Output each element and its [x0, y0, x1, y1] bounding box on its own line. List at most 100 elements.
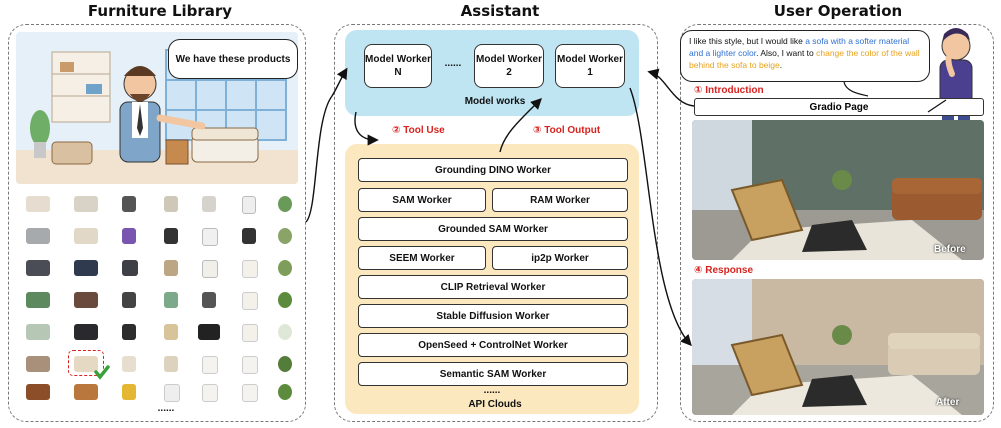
user-request-wall-highlight: change the color of the wall behind the … — [689, 48, 920, 70]
after-room-icon — [692, 279, 984, 415]
chair-product-icon — [122, 228, 136, 244]
sofa-product-icon — [26, 292, 50, 308]
chair-product-icon — [164, 292, 178, 308]
plant-product-icon — [278, 260, 292, 276]
furniture-more-ellipsis: ...... — [157, 403, 175, 414]
shelf-product-icon — [242, 324, 258, 342]
sofa-product-icon — [26, 356, 50, 372]
shelf-product-icon — [198, 324, 220, 340]
openseed-controlnet-worker: OpenSeed + ControlNet Worker — [358, 333, 628, 357]
tool-use-arrow — [354, 111, 379, 146]
before-room-photo: Before — [692, 120, 984, 260]
library-to-assistant-arrow — [305, 67, 348, 223]
plant-product-icon — [278, 292, 292, 308]
chair-product-icon — [164, 324, 178, 340]
before-room-icon — [692, 120, 984, 260]
user-request-bubble: I like this style, but I would like a so… — [680, 30, 930, 82]
chair-product-icon — [122, 384, 136, 400]
user-operation-panel — [680, 24, 994, 422]
ip2p-worker: ip2p Worker — [492, 246, 628, 270]
user-request-text-3: . — [779, 60, 783, 70]
gradio-user-connector — [927, 99, 947, 113]
model-worker-n: Model Worker N — [364, 44, 432, 88]
sofa-product-icon — [74, 228, 98, 244]
grounding-dino-worker: Grounding DINO Worker — [358, 158, 628, 182]
chair-product-icon — [164, 384, 180, 402]
semantic-sam-worker: Semantic SAM Worker — [358, 362, 628, 386]
chair-product-icon — [164, 228, 178, 244]
gradio-page-label: Gradio Page — [809, 101, 869, 113]
chair-product-icon — [122, 196, 136, 212]
api-clouds-label: API Clouds — [468, 399, 522, 410]
model-worker-1: Model Worker 1 — [555, 44, 625, 88]
plant-product-icon — [278, 384, 292, 400]
plant-product-icon — [278, 324, 292, 340]
cabinet-product-icon — [202, 292, 216, 308]
chair-product-icon — [122, 260, 138, 276]
plant-product-icon — [278, 356, 292, 372]
sofa-product-icon — [74, 196, 98, 212]
furniture-library-title: Furniture Library — [87, 2, 233, 20]
shelf-product-icon — [202, 260, 218, 278]
sofa-product-icon — [26, 260, 50, 276]
shelf-product-icon — [202, 356, 218, 374]
gradio-page-bar[interactable]: Gradio Page — [694, 98, 984, 116]
user-request-text-1: I like this style, but I would like — [689, 36, 806, 46]
shelf-product-icon — [242, 356, 258, 374]
selected-product-highlight[interactable] — [68, 350, 104, 376]
sam-worker: SAM Worker — [358, 188, 486, 212]
tool-output-label: ③ Tool Output — [533, 125, 601, 136]
shelf-product-icon — [242, 384, 258, 402]
shelf-product-icon — [242, 196, 256, 214]
assistant-title: Assistant — [460, 2, 540, 20]
product-grid — [16, 190, 298, 404]
chair-product-icon — [164, 196, 178, 212]
user-request-sofa-highlight: a sofa with a softer material and a ligh… — [689, 36, 910, 58]
introduction-arrow — [647, 68, 695, 107]
response-arrow — [629, 87, 692, 347]
sofa-product-icon — [26, 228, 50, 244]
furniture-speech-bubble: We have these products — [168, 39, 298, 79]
cabinet-product-icon — [242, 228, 256, 244]
shelf-product-icon — [242, 260, 258, 278]
furniture-library-panel — [8, 24, 306, 422]
user-request-text-2: . Also, I want to — [756, 48, 817, 58]
user-operation-title: User Operation — [773, 2, 903, 20]
sofa-product-icon — [74, 356, 98, 372]
shelf-product-icon — [242, 292, 258, 310]
plant-product-icon — [278, 228, 292, 244]
chair-product-icon — [164, 356, 178, 372]
introduction-label: ① Introduction — [694, 85, 764, 96]
request-bubble-connector — [843, 81, 869, 97]
cabinet-product-icon — [202, 196, 216, 212]
grounded-sam-worker: Grounded SAM Worker — [358, 217, 628, 241]
model-works-label: Model works — [464, 96, 526, 107]
stable-diffusion-worker: Stable Diffusion Worker — [358, 304, 628, 328]
sofa-product-icon — [26, 384, 50, 400]
sofa-product-icon — [74, 324, 98, 340]
chair-product-icon — [164, 260, 178, 276]
response-label: ④ Response — [694, 265, 754, 276]
sofa-product-icon — [26, 196, 50, 212]
seem-worker: SEEM Worker — [358, 246, 486, 270]
sofa-product-icon — [74, 292, 98, 308]
sofa-product-icon — [74, 260, 98, 276]
check-icon — [94, 364, 110, 380]
shelf-product-icon — [202, 384, 218, 402]
assistant-panel — [334, 24, 658, 422]
ram-worker: RAM Worker — [492, 188, 628, 212]
workers-ellipsis: ...... — [483, 385, 501, 396]
chair-product-icon — [122, 356, 136, 372]
furniture-speech-text: We have these products — [175, 53, 291, 65]
before-label: Before — [934, 244, 966, 255]
chair-product-icon — [122, 324, 136, 340]
clip-retrieval-worker: CLIP Retrieval Worker — [358, 275, 628, 299]
chair-product-icon — [122, 292, 136, 308]
sofa-product-icon — [74, 384, 98, 400]
cabinet-product-icon — [202, 228, 218, 246]
after-label: After — [936, 397, 960, 408]
after-room-photo: After — [692, 279, 984, 415]
model-worker-2: Model Worker 2 — [474, 44, 544, 88]
tool-use-label: ② Tool Use — [392, 125, 445, 136]
